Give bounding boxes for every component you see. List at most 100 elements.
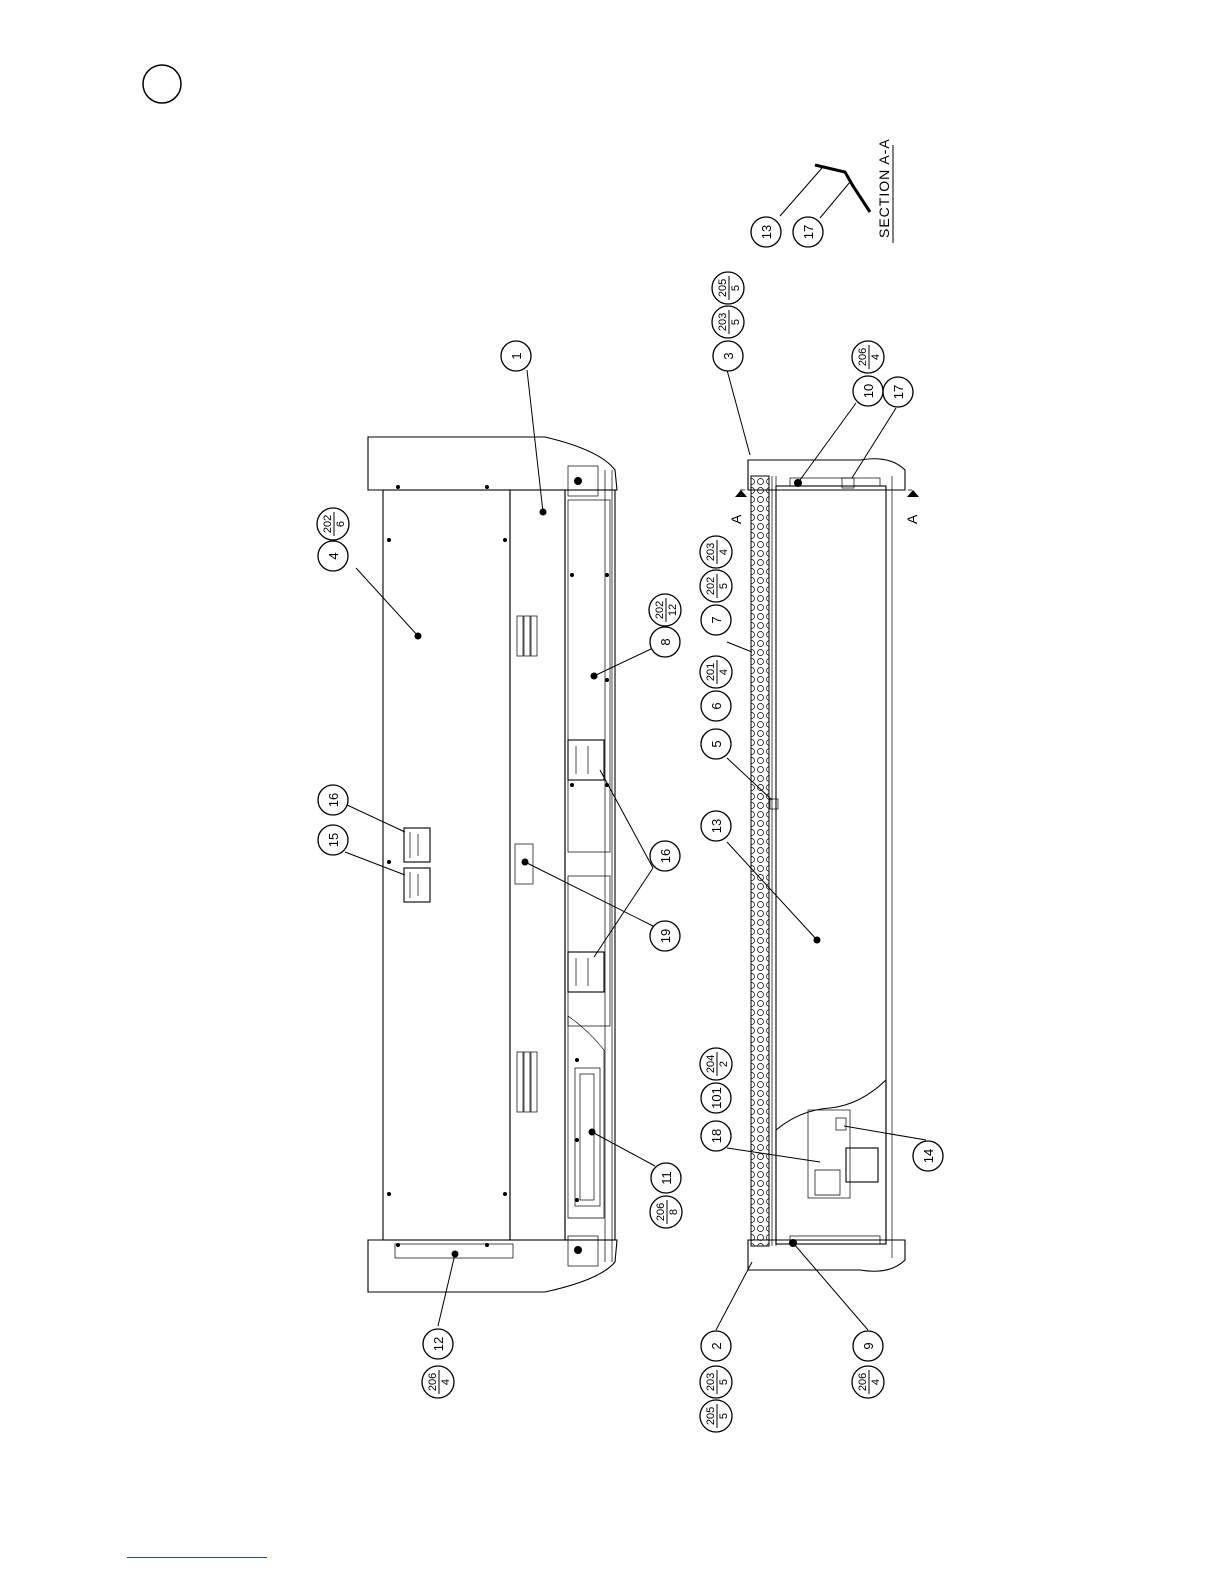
callout-denominator: 2 (718, 1061, 730, 1067)
callout-label: 101 (709, 1087, 724, 1109)
callout-numerator: 202 (705, 577, 717, 595)
callout-c14: 14 (913, 1141, 943, 1171)
callout-numerator: 206 (857, 1373, 869, 1391)
callout-label: 19 (658, 929, 673, 943)
callout-denominator: 8 (668, 1209, 680, 1215)
front-cover-body (510, 490, 565, 1240)
callout-c12: 12 (423, 1329, 453, 1359)
warning-label-16-mid (568, 740, 604, 780)
callout-numerator: 204 (705, 1055, 717, 1073)
motor-bracket (808, 1110, 850, 1198)
leader-lines (345, 168, 926, 1330)
callout-c15: 15 (318, 825, 348, 855)
lower-view: A A (728, 459, 920, 1272)
callout-label: 18 (709, 1129, 724, 1143)
callout-denominator: 5 (730, 285, 742, 291)
callout-numerator: 202 (654, 601, 666, 619)
component-14 (836, 1118, 846, 1130)
bottom-rule (127, 1557, 267, 1558)
callout-denominator: 6 (335, 521, 347, 527)
callout-c18: 18 (701, 1121, 731, 1151)
callout-denominator: 4 (870, 1379, 882, 1385)
callout-numerator: 203 (717, 313, 729, 331)
callout-c4: 4 (318, 541, 348, 571)
callout-denominator: 4 (718, 669, 730, 675)
cut-marker-right: A (904, 514, 920, 524)
lower-front-strip (565, 490, 615, 1240)
perforated-screen (751, 476, 769, 1246)
section-detail: SECTION A-A (815, 138, 893, 243)
callout-c16a: 16 (318, 785, 348, 815)
callout-numerator: 203 (705, 543, 717, 561)
callout-denominator: 5 (730, 319, 742, 325)
upper-view (368, 437, 617, 1292)
callout-c3: 3 (713, 341, 743, 371)
callout-label: 11 (659, 1171, 674, 1185)
warning-label-15 (404, 868, 430, 902)
callout-c101: 101 (701, 1083, 731, 1113)
lower-top-end-cap (748, 459, 905, 490)
callout-c19: 19 (650, 921, 680, 951)
callout-denominator: 4 (440, 1379, 452, 1385)
callout-c2: 2 (701, 1331, 731, 1361)
cutaway-outline (568, 1016, 604, 1218)
callout-c11: 11 (651, 1163, 681, 1193)
top-lid-panel (383, 490, 510, 1240)
callout-label: 13 (709, 819, 724, 833)
lower-bottom-end-cap (748, 1240, 905, 1271)
corner-bracket-top (568, 466, 598, 496)
section-title: SECTION A-A (876, 138, 892, 238)
callout-c5: 5 (701, 729, 731, 759)
callout-numerator: 206 (427, 1373, 439, 1391)
callout-numerator: 206 (655, 1203, 667, 1221)
callout-label: 9 (861, 1342, 876, 1349)
callout-denominator: 4 (718, 549, 730, 555)
callout-label: 8 (658, 638, 673, 645)
callout-c205-5a: 2055 (712, 272, 744, 304)
callout-label: 2 (709, 1342, 724, 1349)
callout-denominator: 12 (667, 604, 679, 616)
callout-c9: 9 (853, 1331, 883, 1361)
callout-c16b: 16 (650, 841, 680, 871)
callout-c206-4a: 2064 (422, 1366, 454, 1398)
callout-label: 1 (509, 352, 524, 359)
access-panel-upper (568, 500, 610, 852)
component-block (846, 1148, 878, 1182)
callout-label: 4 (326, 552, 341, 559)
callout-c7: 7 (701, 605, 731, 635)
warning-label-16-low (568, 952, 604, 992)
callout-label: 14 (921, 1149, 936, 1163)
callout-label: 12 (431, 1337, 446, 1351)
callout-c17b: 17 (883, 377, 913, 407)
callout-label: 7 (709, 616, 724, 623)
callout-c202-6: 2026 (317, 508, 349, 540)
callout-denominator: 5 (718, 1379, 730, 1385)
callout-c203-4: 2034 (700, 536, 732, 568)
callout-label: 17 (801, 225, 816, 239)
page-marker-circle (143, 65, 181, 103)
hinge-slots-bottom (517, 1052, 537, 1112)
access-panel-lower (568, 876, 610, 1026)
callout-label: 17 (891, 385, 906, 399)
callout-denominator: 5 (718, 1413, 730, 1419)
callout-numerator: 203 (705, 1373, 717, 1391)
callout-numerator: 205 (705, 1407, 717, 1425)
callout-numerator: 206 (857, 348, 869, 366)
callout-label: 15 (326, 833, 341, 847)
callout-c13b: 13 (701, 811, 731, 841)
callout-numerator: 202 (322, 515, 334, 533)
rear-cutaway (776, 1080, 886, 1244)
warning-label-16-top (404, 828, 430, 862)
callout-denominator: 4 (870, 354, 882, 360)
callout-label: 16 (326, 793, 341, 807)
callout-label: 6 (709, 702, 724, 709)
